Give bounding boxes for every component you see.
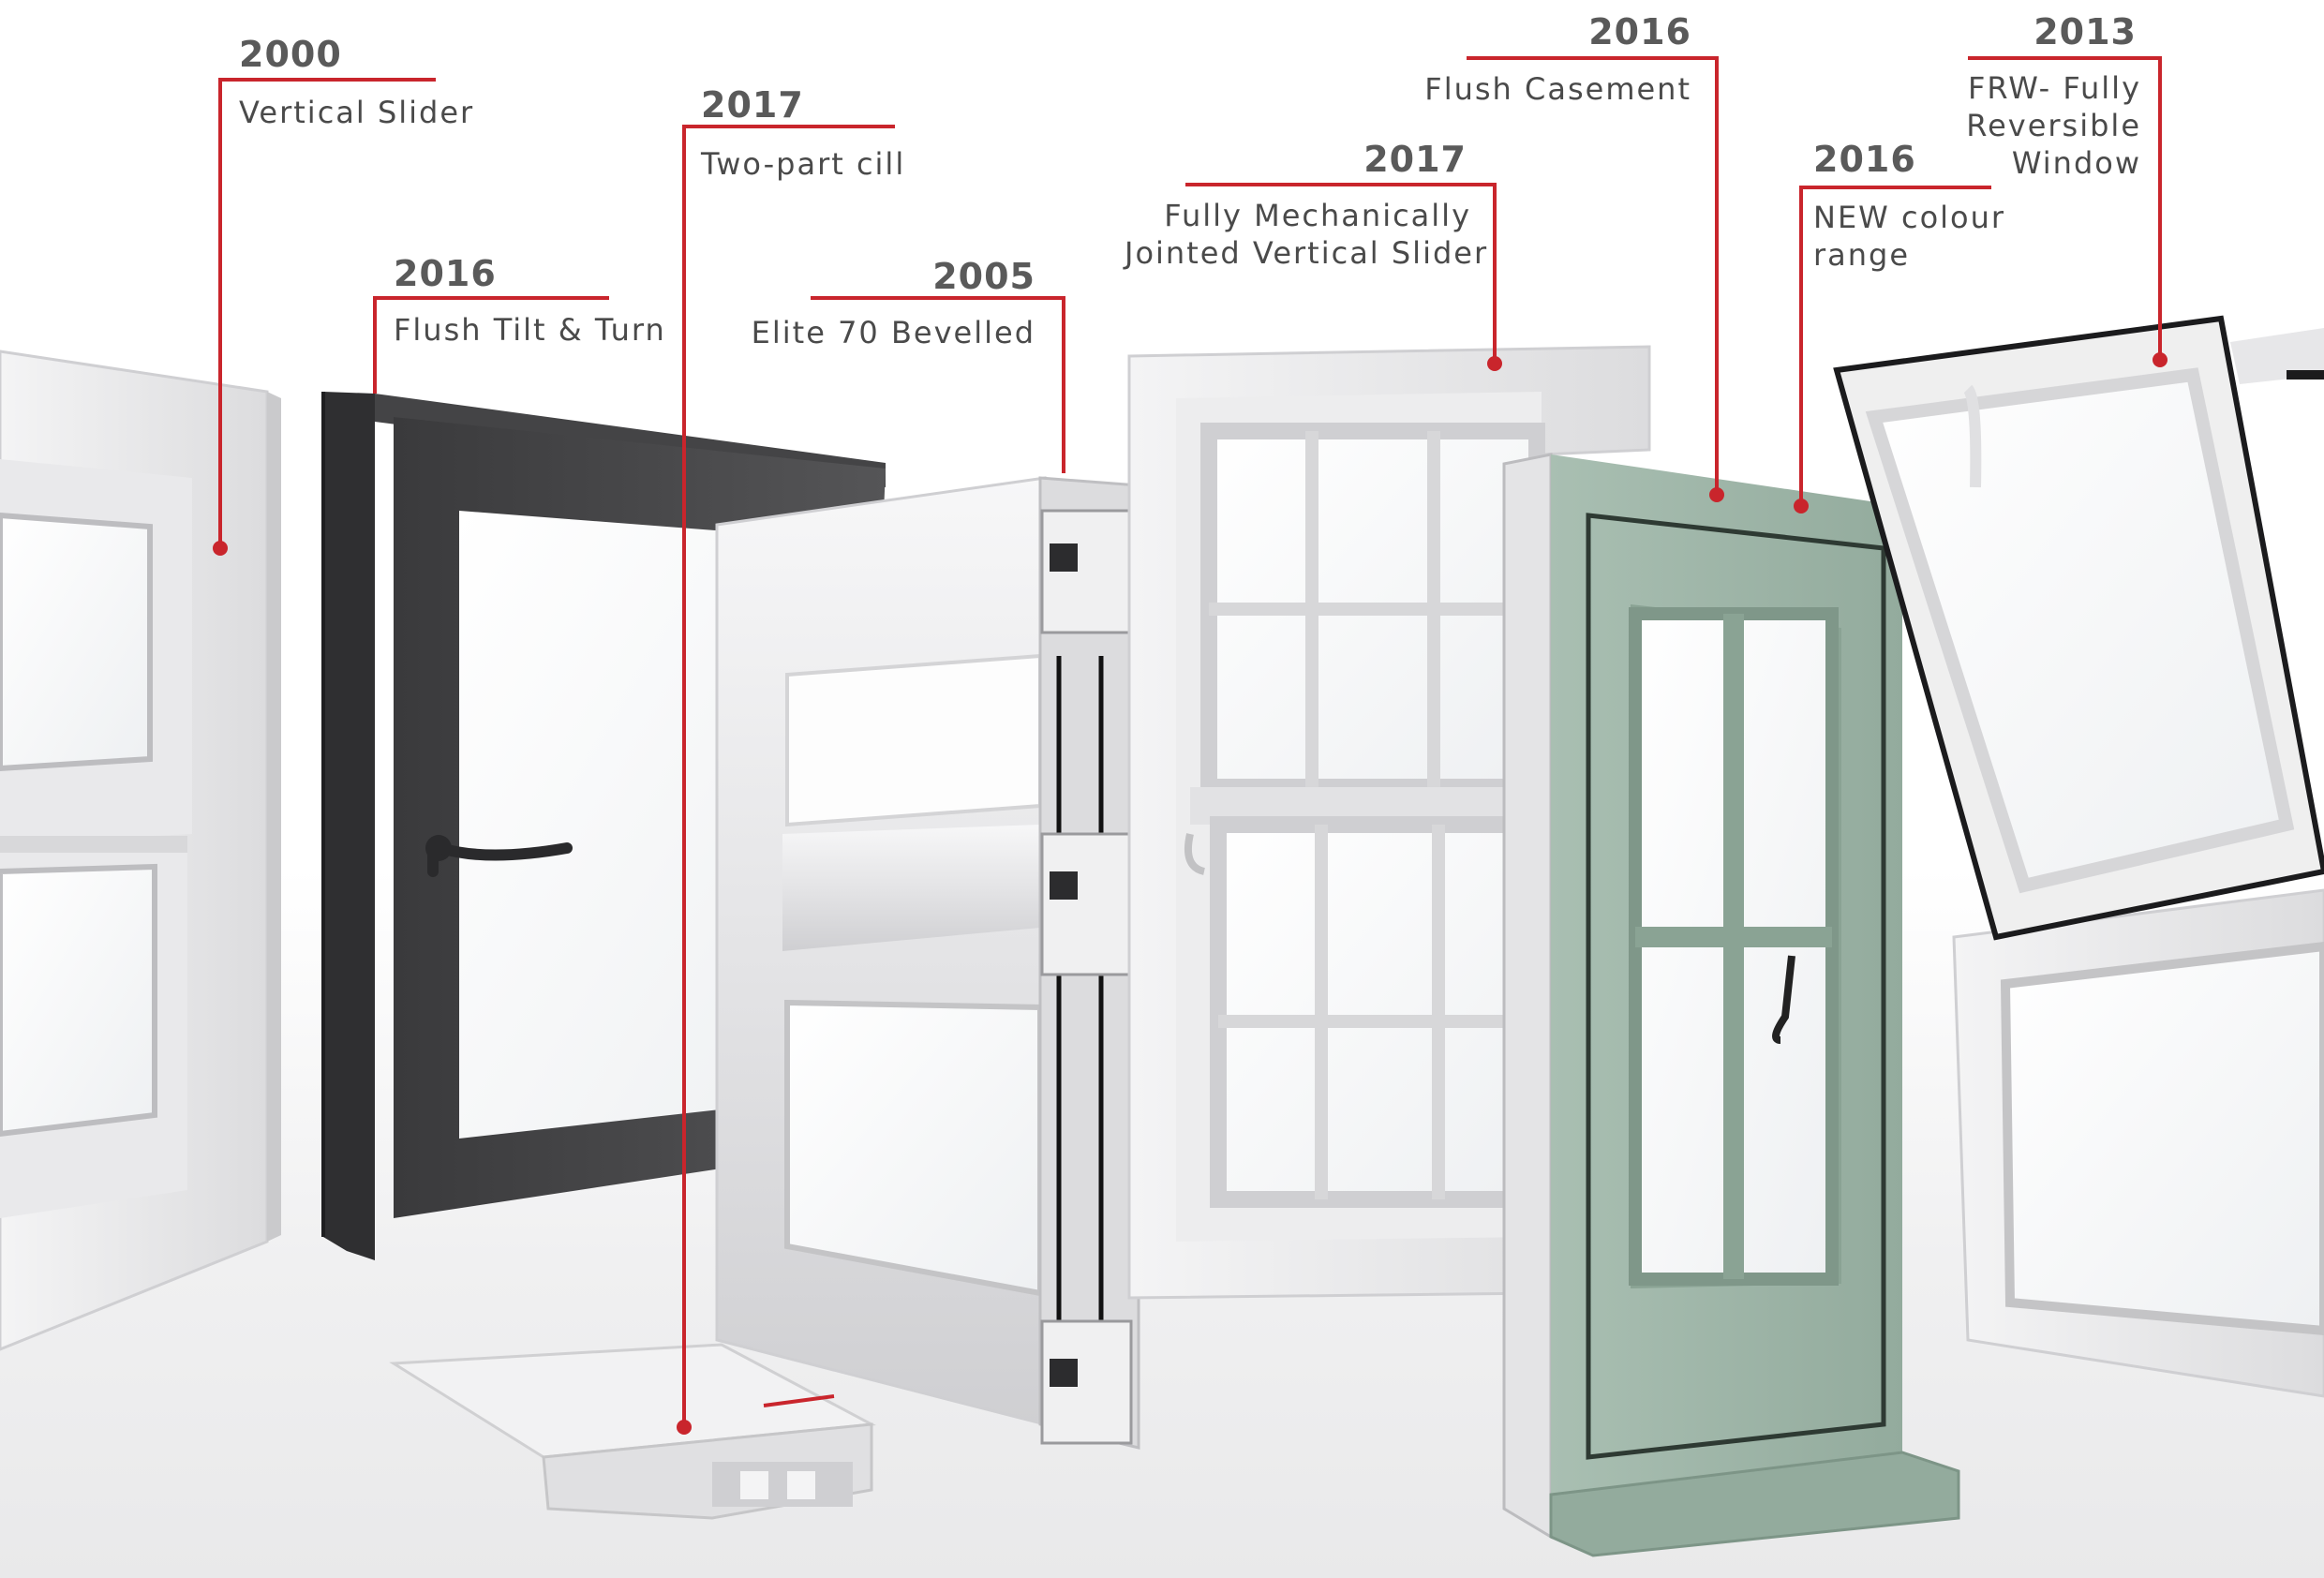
callout-dot (213, 541, 228, 556)
vertical-slider-window (0, 350, 281, 1351)
callout-dot (1709, 487, 1724, 502)
callout-year-colour-range: 2016 (1813, 139, 1916, 180)
two-part-cill (389, 1343, 877, 1520)
callout-year-mechanically-jointed: 2017 (1363, 139, 1467, 180)
reversible-window (1833, 315, 2324, 1398)
callout-name-vertical-slider: Vertical Slider (239, 95, 475, 130)
callout-name-mechanically-jointed: Fully Mechanically Jointed Vertical Slid… (1125, 198, 1489, 271)
callout-dot (2153, 352, 2168, 367)
callout-year-vertical-slider: 2000 (239, 34, 342, 75)
callout-name-flush-casement: Flush Casement (1424, 71, 1691, 107)
callout-dots (213, 352, 2168, 1435)
callout-year-elite-70: 2005 (932, 256, 1035, 297)
callout-dot (677, 1420, 692, 1435)
callout-name-elite-70: Elite 70 Bevelled (751, 315, 1035, 350)
callout-name-tilt-turn: Flush Tilt & Turn (394, 312, 666, 348)
callout-name-colour-range: NEW colour range (1813, 200, 2006, 273)
callout-lines (218, 56, 2162, 1424)
callout-name-frw: FRW- Fully Reversible Window (1966, 70, 2141, 181)
bevelled-profile-section (715, 476, 1140, 1450)
callout-dot (1794, 499, 1809, 514)
callout-name-two-part-cill: Two-part cill (701, 146, 906, 182)
callout-year-frw: 2013 (2034, 11, 2137, 52)
callout-year-tilt-turn: 2016 (394, 253, 497, 294)
callout-year-two-part-cill: 2017 (701, 84, 804, 126)
callout-dot (1487, 356, 1502, 371)
callout-year-flush-casement: 2016 (1588, 11, 1691, 52)
flush-casement-window (1502, 453, 1960, 1557)
